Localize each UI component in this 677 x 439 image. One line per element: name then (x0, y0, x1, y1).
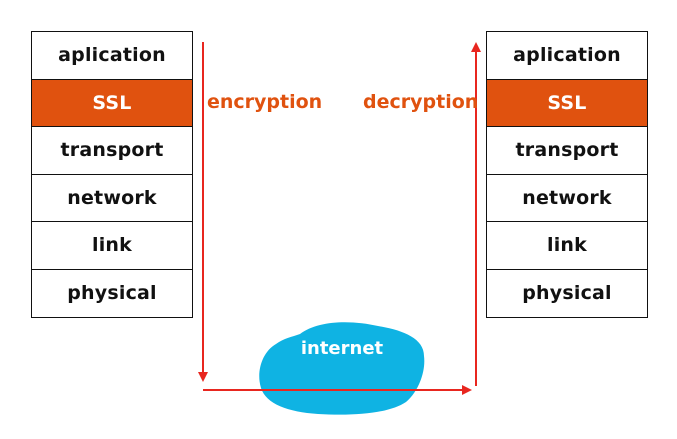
internet-cloud (259, 322, 425, 415)
receiver-layer-link: link (487, 222, 647, 270)
receiver-layer-transport: transport (487, 127, 647, 175)
decryption-label: decryption (363, 91, 479, 113)
internet-label: internet (300, 338, 384, 359)
sender-layer-application: aplication (32, 32, 192, 80)
receiver-layer-network: network (487, 175, 647, 222)
sender-protocol-stack: aplication SSL transport network link ph… (31, 31, 193, 318)
sender-layer-network: network (32, 175, 192, 222)
sender-layer-physical: physical (67, 281, 157, 304)
sender-layer-transport: transport (32, 127, 192, 175)
receiver-protocol-stack: aplication SSL transport network link ph… (486, 31, 648, 318)
receiver-layer-physical: physical (522, 281, 612, 304)
sender-layer-link: link (32, 222, 192, 270)
encryption-label: encryption (207, 91, 323, 113)
sender-layer-ssl: SSL (32, 79, 192, 127)
receiver-layer-ssl: SSL (487, 79, 647, 127)
receiver-layer-application: aplication (487, 32, 647, 80)
